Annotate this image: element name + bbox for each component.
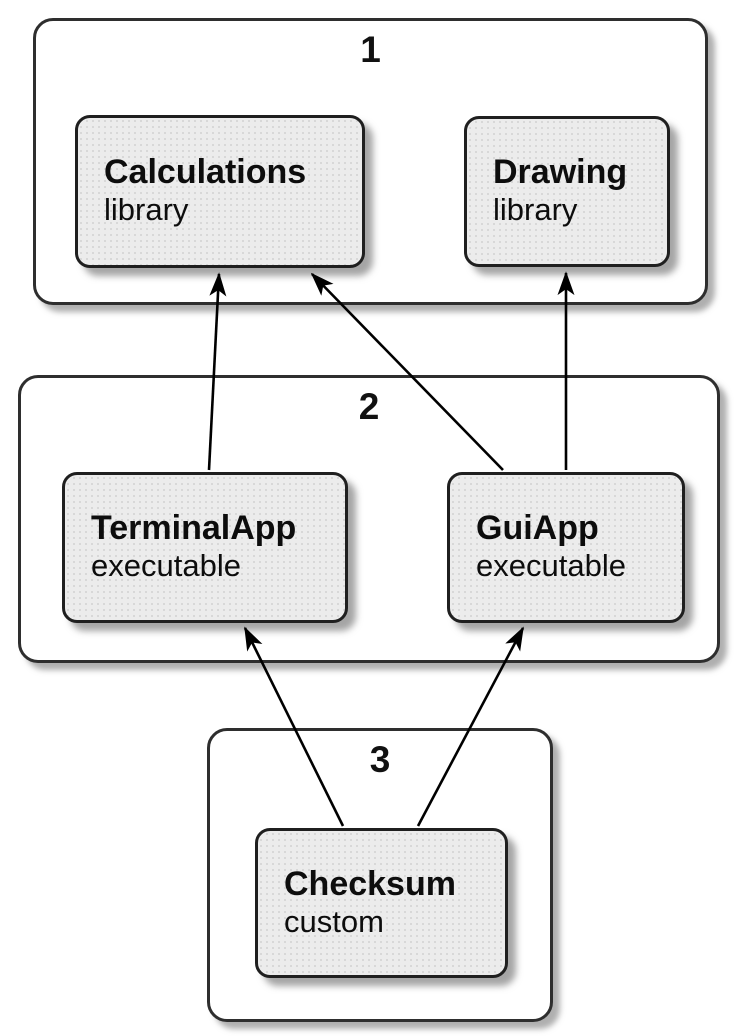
node-subtitle: library — [493, 192, 578, 228]
node-title: Checksum — [284, 864, 456, 903]
node-title: Drawing — [493, 153, 628, 192]
node-subtitle: custom — [284, 903, 384, 939]
node-subtitle: executable — [476, 548, 626, 584]
node-title: TerminalApp — [91, 509, 297, 548]
group-2-label: 2 — [358, 386, 380, 427]
node-title: Calculations — [104, 153, 307, 192]
node-title: GuiApp — [476, 509, 599, 548]
node-checksum: Checksum custom — [255, 828, 508, 978]
node-calculations: Calculations library — [75, 115, 365, 268]
node-subtitle: executable — [91, 548, 241, 584]
group-1-label: 1 — [360, 29, 381, 70]
node-subtitle: library — [104, 192, 189, 228]
group-3-label: 3 — [369, 739, 391, 780]
node-guiapp: GuiApp executable — [447, 472, 685, 623]
node-drawing: Drawing library — [464, 116, 670, 267]
node-terminalapp: TerminalApp executable — [62, 472, 348, 623]
